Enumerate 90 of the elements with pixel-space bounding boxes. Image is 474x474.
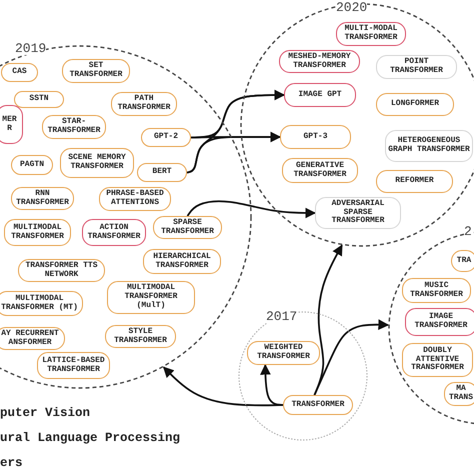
legend-text: ural Language Processing xyxy=(0,432,180,444)
model-box xyxy=(111,92,177,116)
model-name: PATH TRANSFORMER xyxy=(116,95,172,113)
model-box xyxy=(402,278,471,303)
model-box xyxy=(376,170,453,193)
model-name: WEIGHTED TRANSFORMER xyxy=(256,344,311,362)
model-name: MULTI-MODAL TRANSFORMER xyxy=(344,25,398,43)
model-box xyxy=(402,343,473,377)
model-box xyxy=(82,219,146,246)
model-name: MULTIMODAL TRANSFORMER (MT) xyxy=(0,294,79,312)
model-name: DOUBLY ATTENTIVE TRANSFORMER xyxy=(410,346,465,374)
model-box xyxy=(141,128,191,147)
model-name: TRANSFORMER xyxy=(292,400,344,410)
model-name: PHRASE-BASED ATTENTIONS xyxy=(105,190,165,208)
model-name: PAGTN xyxy=(20,160,44,170)
model-name: STYLE TRANSFORMER xyxy=(113,328,168,346)
model-box xyxy=(284,83,356,107)
model-box xyxy=(451,250,474,272)
model-name: MULTIMODAL TRANSFORMER xyxy=(10,224,65,242)
model-name: MUSIC TRANSFORMER xyxy=(409,282,464,300)
model-name: MER R xyxy=(1,116,18,134)
model-name: TRANSFORMER TTS NETWORK xyxy=(24,262,98,280)
model-name: LONGFORMER xyxy=(390,100,439,109)
model-name: IMAGE TRANSFORMER xyxy=(414,313,468,331)
model-name: ACTION TRANSFORMER xyxy=(86,224,142,242)
year-label: 2017 xyxy=(266,310,298,323)
arrow xyxy=(314,244,343,396)
model-box xyxy=(385,130,473,162)
model-name: SSTN xyxy=(29,95,49,104)
model-name: POINT TRANSFORMER xyxy=(389,58,444,76)
model-name: GENERATIVE TRANSFORMER xyxy=(292,162,348,180)
arrow xyxy=(314,319,390,396)
model-name: MESHED-MEMORY TRANSFORMER xyxy=(287,52,352,70)
model-name: GPT-3 xyxy=(303,132,328,142)
model-box xyxy=(37,352,110,379)
model-box xyxy=(280,125,351,149)
model-name: HETEROGENEOUS GRAPH TRANSFORMER xyxy=(387,137,471,155)
model-box xyxy=(107,281,195,314)
arrow xyxy=(162,366,284,406)
model-box xyxy=(315,197,401,229)
model-box xyxy=(283,395,353,415)
model-box xyxy=(42,115,106,139)
model-box xyxy=(18,259,105,282)
model-box xyxy=(376,55,457,79)
year-label: 2019 xyxy=(15,42,46,55)
model-box xyxy=(60,148,134,178)
model-box xyxy=(279,50,360,73)
model-box xyxy=(143,249,221,274)
legend-text: puter Vision xyxy=(0,407,90,420)
arrow xyxy=(186,132,282,174)
model-name: STAR- TRANSFORMER xyxy=(46,118,102,136)
model-box xyxy=(0,105,23,144)
model-box xyxy=(405,308,474,336)
legend-text: ers xyxy=(0,457,23,470)
model-box xyxy=(62,59,130,83)
model-box xyxy=(11,187,74,210)
model-box xyxy=(14,91,64,108)
model-box xyxy=(1,63,38,82)
model-name: BERT xyxy=(152,168,172,177)
model-box xyxy=(4,219,71,246)
year-label: 2 xyxy=(464,225,472,238)
model-name: LATTICE-BASED TRANSFORMER xyxy=(41,356,106,374)
model-box xyxy=(247,341,320,365)
model-name: REFORMER xyxy=(395,177,434,186)
model-box xyxy=(11,155,53,175)
model-box xyxy=(336,22,406,46)
arrow xyxy=(186,200,316,218)
year-label: 2020 xyxy=(336,1,368,14)
model-name: SPARSE TRANSFORMER xyxy=(160,218,215,236)
model-box xyxy=(137,163,187,182)
model-name: RNN TRANSFORMER xyxy=(15,190,70,208)
model-box xyxy=(153,216,222,239)
model-name: CAS xyxy=(12,68,27,77)
model-box xyxy=(105,325,176,348)
model-name: GPT-2 xyxy=(154,133,178,142)
model-name: TRA xyxy=(456,256,472,266)
model-box xyxy=(0,291,83,316)
model-box xyxy=(99,187,171,211)
model-name: ADVERSARIAL SPARSE TRANSFORMER xyxy=(330,200,386,226)
model-name: SCENE MEMORY TRANSFORMER xyxy=(67,154,127,172)
model-name: IMAGE GPT xyxy=(298,90,342,100)
model-name: SET TRANSFORMER xyxy=(68,62,124,80)
model-box xyxy=(376,93,454,116)
model-name: HIERARCHICAL TRANSFORMER xyxy=(152,252,212,270)
model-name: MA TRANS xyxy=(448,385,474,403)
model-name: AY RECURRENT ANSFORMER xyxy=(0,330,60,348)
model-box xyxy=(282,158,358,183)
model-box xyxy=(444,382,474,406)
model-box xyxy=(0,327,65,350)
model-name: MULTIMODAL TRANSFORMER (MulT) xyxy=(124,284,178,311)
